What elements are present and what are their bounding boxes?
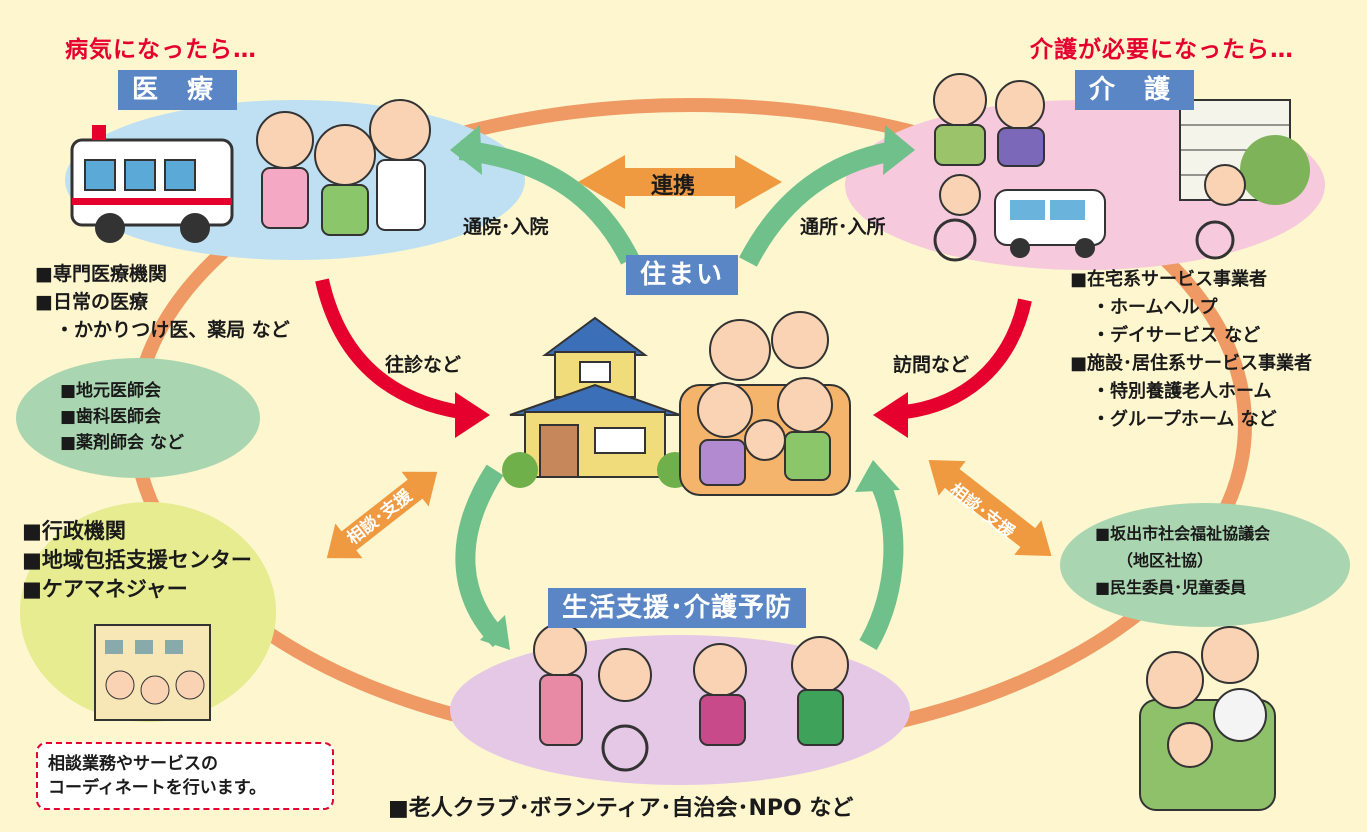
green-arrowhead-medical bbox=[450, 125, 482, 175]
red-arrowhead-right bbox=[873, 392, 908, 438]
red-arrowhead-left bbox=[455, 392, 490, 438]
house-call-label: 往診など bbox=[385, 354, 462, 376]
care-item: ■在宅系サービス事業者 bbox=[1070, 269, 1268, 290]
category-care: 介 護 bbox=[1075, 70, 1195, 110]
medical-assoc-list: ■地元医師会 ■歯科医師会 ■薬剤師会 など bbox=[60, 378, 184, 456]
left-title: 病気になったら… bbox=[65, 37, 257, 63]
note-line: コーディネートを行います。 bbox=[48, 778, 267, 798]
admin-item: ■ケアマネジャー bbox=[22, 577, 188, 601]
support-people-icon bbox=[533, 623, 849, 772]
green-arrow-medical bbox=[458, 140, 639, 265]
home-visit-label: 訪問など bbox=[893, 354, 970, 376]
house-icon bbox=[502, 316, 693, 488]
medical-item: ■専門医療機関 bbox=[35, 263, 167, 285]
category-home: 住まい bbox=[626, 255, 739, 295]
welfare-list: ■坂出市社会福祉協議会 （地区社協） ■民生委員･児童委員 bbox=[1095, 520, 1270, 601]
welfare-item: ■坂出市社会福祉協議会 bbox=[1095, 524, 1271, 543]
care-item: ■施設･居住系サービス事業者 bbox=[1070, 353, 1313, 374]
admin-bubble bbox=[20, 502, 276, 722]
welfare-bubble bbox=[1060, 503, 1350, 627]
community-groups-label: ■老人クラブ･ボランティア･自治会･NPO など bbox=[388, 796, 854, 821]
medical-list: ■専門医療機関 ■日常の医療 ・かかりつけ医、薬局 など bbox=[35, 260, 290, 344]
green-arrowhead-support bbox=[480, 615, 510, 650]
care-item: ・特別養護老人ホーム bbox=[1092, 381, 1272, 402]
admin-item: ■行政機関 bbox=[22, 519, 126, 543]
care-item: ・グループホーム など bbox=[1092, 409, 1277, 430]
green-arrowhead-up bbox=[855, 460, 900, 492]
assoc-item: ■地元医師会 bbox=[60, 381, 162, 401]
red-arrow-left bbox=[315, 278, 462, 419]
collab-arrow bbox=[578, 155, 782, 209]
welfare-item: ■民生委員･児童委員 bbox=[1095, 578, 1247, 597]
medical-assoc-bubble bbox=[16, 358, 260, 478]
daycare-label: 通所･入所 bbox=[800, 216, 886, 238]
green-arrowhead-care bbox=[883, 125, 915, 175]
admin-building-icon bbox=[94, 624, 211, 721]
welfare-item: （地区社協） bbox=[1117, 551, 1214, 570]
medical-staff-icon bbox=[256, 99, 431, 236]
coordination-note: 相談業務やサービスの コーディネートを行います。 bbox=[36, 742, 334, 810]
admin-item: ■地域包括支援センター bbox=[22, 548, 252, 572]
green-arrow-support bbox=[455, 464, 508, 648]
consult-arrow-right bbox=[928, 459, 1052, 557]
care-item: ・デイサービス など bbox=[1092, 325, 1261, 346]
consult-arrow-left bbox=[326, 471, 438, 559]
category-support: 生活支援･介護予防 bbox=[548, 588, 807, 628]
visit-hospital-label: 通院･入院 bbox=[463, 216, 549, 238]
admin-list: ■行政機関 ■地域包括支援センター ■ケアマネジャー bbox=[22, 517, 252, 604]
right-family-icon bbox=[1139, 626, 1276, 811]
right-title: 介護が必要になったら… bbox=[1030, 37, 1294, 63]
ambulance-icon bbox=[70, 125, 234, 243]
green-arrow-up bbox=[859, 475, 904, 651]
assoc-item: ■薬剤師会 など bbox=[60, 433, 184, 453]
care-illustration bbox=[933, 73, 1310, 262]
red-arrow-right bbox=[904, 298, 1032, 419]
care-item: ・ホームヘルプ bbox=[1092, 297, 1218, 318]
family-icon bbox=[679, 311, 851, 496]
category-medical: 医 療 bbox=[118, 70, 238, 110]
green-arrow-care bbox=[739, 140, 902, 267]
note-line: 相談業務やサービスの bbox=[48, 754, 218, 774]
care-list: ■在宅系サービス事業者 ・ホームヘルプ ・デイサービス など ■施設･居住系サー… bbox=[1070, 266, 1312, 434]
collab-label: 連携 bbox=[651, 174, 696, 199]
assoc-item: ■歯科医師会 bbox=[60, 407, 162, 427]
medical-item: ・かかりつけ医、薬局 など bbox=[55, 319, 290, 341]
medical-item: ■日常の医療 bbox=[35, 291, 148, 313]
